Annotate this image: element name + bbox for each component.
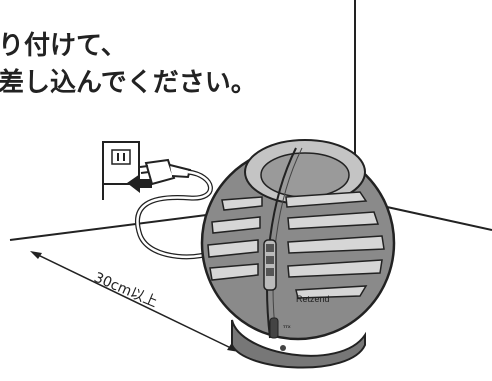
- instruction-line-1: り付けて、: [0, 31, 127, 61]
- device-small-mark: TTX: [283, 324, 291, 329]
- wall-outlet-icon: [102, 141, 140, 200]
- insert-arrow-icon: [127, 174, 152, 193]
- brand-logo: Retzend: [296, 294, 330, 304]
- air-purifier-device: [200, 139, 396, 369]
- power-plug-icon: [139, 158, 192, 186]
- instruction-text: り付けて、 差し込んでください。: [0, 28, 257, 102]
- instruction-line-2: 差し込んでください。: [0, 68, 257, 98]
- floor-left-line: [9, 211, 231, 241]
